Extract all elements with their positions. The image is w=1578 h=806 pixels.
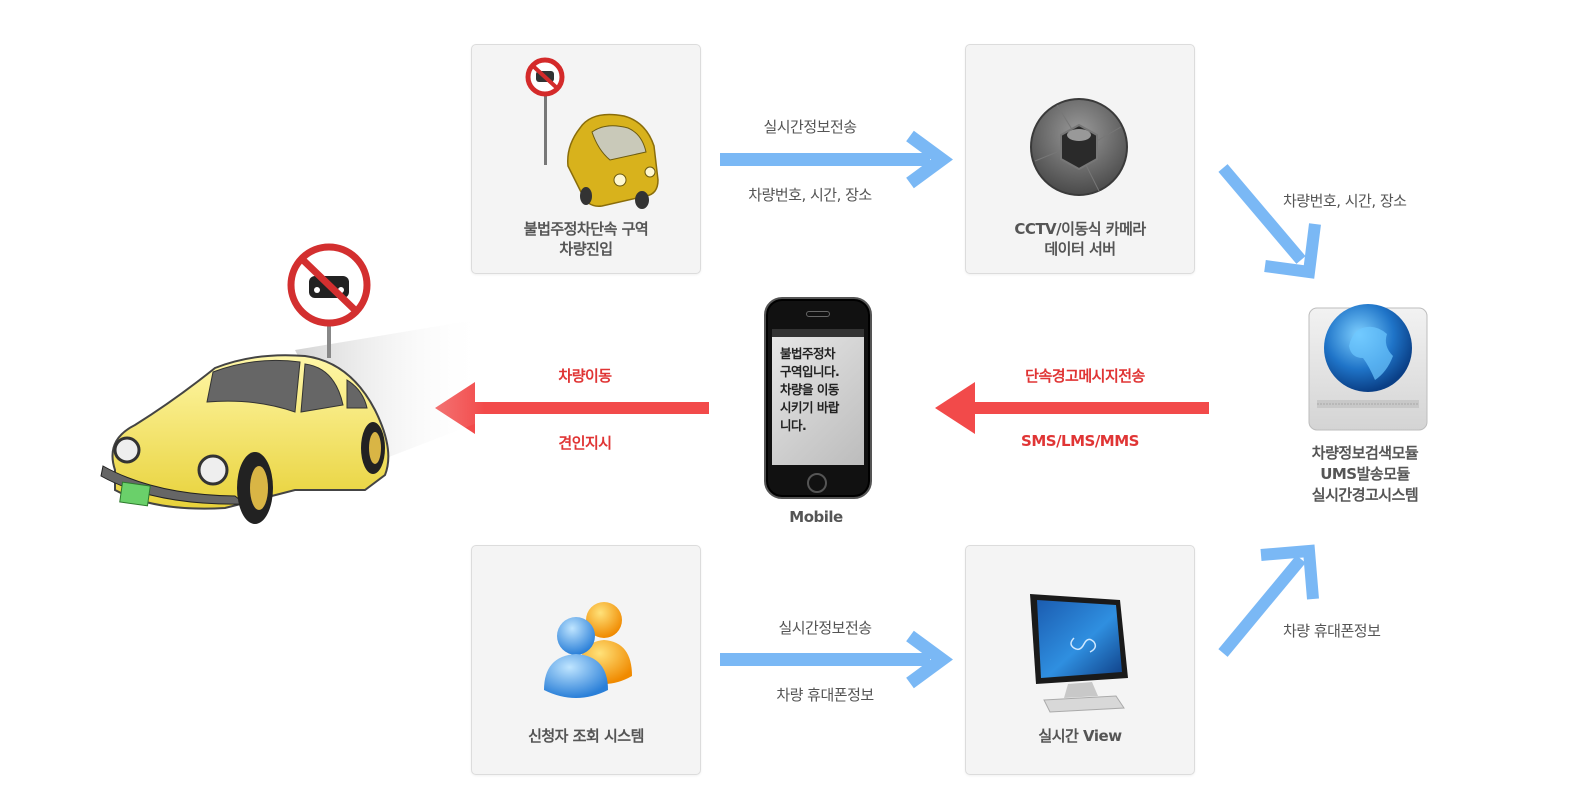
edge-label-top: 실시간정보전송 [778,619,872,637]
edge-label-bottom: 차량 휴대폰정보 [776,686,874,704]
edge-label: 차량 휴대폰정보 [1283,622,1381,640]
edge-label-top: 실시간정보전송 [763,118,857,136]
speaker-icon [806,311,830,317]
card-illegal-parking-entry: 불법주정차단속 구역 차량진입 [471,44,701,274]
edge-label: 차량번호, 시간, 장소 [1283,192,1407,210]
edge-label-top: 단속경고메시지전송 [1025,367,1145,385]
card-applicant-lookup-system: 신청자 조회 시스템 [471,545,701,775]
card-label: 실시간 View [1038,727,1122,745]
edge-label-bottom: SMS/LMS/MMS [1021,432,1139,450]
no-parking-sign-and-car-icon [525,57,659,209]
phone-screen: 불법주정차 구역입니다. 차량을 이동 시키기 바랍 니다. [772,337,864,465]
sms-text-line: 시키기 바랍 [780,400,839,415]
card-label: CCTV/이동식 카메라 데이터 서버 [1014,220,1146,258]
arrow-right-icon [720,630,953,689]
card-label: 불법주정차단속 구역 차량진입 [523,220,649,258]
card-label: 신청자 조회 시스템 [528,727,644,745]
monitor-icon [1030,594,1128,713]
sms-text-line: 차량을 이동 [780,382,839,397]
sms-text-line: 불법주정차 [780,346,836,361]
smartphone-icon: 불법주정차 구역입니다. 차량을 이동 시키기 바랍 니다. [764,297,872,499]
arrow-right-icon [720,130,953,189]
edge-label-bottom: 차량번호, 시간, 장소 [748,186,872,204]
card-realtime-view: 실시간 View [965,545,1195,775]
users-icon [544,602,632,698]
yellow-beetle-car-no-parking-icon [100,243,485,524]
status-bar [772,329,864,337]
camera-lens-icon [1030,98,1128,196]
home-button-icon [807,473,827,493]
edge-label-top: 차량이동 [558,367,612,385]
server-label: 차량정보검색모듈 UMS발송모듈 실시간경고시스템 [1311,444,1419,504]
card-cctv-data-server: CCTV/이동식 카메라 데이터 서버 [965,44,1195,274]
arrow-up-right-icon [1218,544,1319,657]
sms-text-line: 니다. [780,418,807,433]
sms-text-line: 구역입니다. [780,364,840,379]
edge-label-bottom: 견인지시 [558,434,612,452]
mobile-label: Mobile [789,508,843,526]
arrow-left-red-icon [935,382,1209,434]
globe-server-icon [1308,304,1428,431]
arrow-down-right-icon [1218,164,1321,279]
